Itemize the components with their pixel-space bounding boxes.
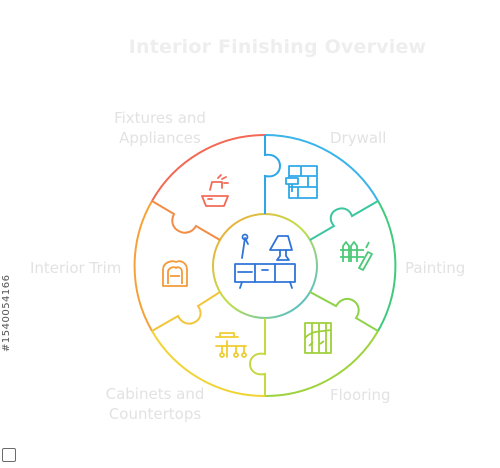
- center-circle: [212, 213, 318, 319]
- drywall-roller-icon: [285, 165, 318, 199]
- stock-logo-icon: [2, 448, 16, 462]
- divider-lower-left: [151, 291, 221, 332]
- label-interior-trim: Interior Trim: [30, 259, 122, 277]
- label-flooring: Flooring: [330, 386, 391, 404]
- divider-upper-right: [309, 200, 379, 241]
- label-fixtures-line1: Fixtures and: [114, 109, 206, 127]
- stock-id: #1540054166: [1, 274, 12, 352]
- segment-arc-fixtures: [151, 134, 266, 202]
- fence-paint-brush-icon: [340, 241, 373, 271]
- segment-arc-cabinets: [151, 330, 266, 398]
- label-painting: Painting: [405, 259, 466, 277]
- living-room-furniture-icon: [234, 233, 296, 289]
- segment-arc-flooring: [264, 330, 379, 398]
- label-fixtures-line2: Appliances: [119, 129, 201, 147]
- page-title: Interior Finishing Overview: [128, 36, 427, 58]
- label-cabinets-countertops: Cabinets and Countertops: [85, 384, 225, 424]
- label-drywall: Drywall: [330, 129, 387, 147]
- divider-lower-right: [309, 291, 379, 332]
- segment-arc-trim: [133, 200, 153, 332]
- divider-upper-left: [151, 200, 221, 241]
- segment-arc-drywall: [264, 134, 379, 202]
- divider-bottom: [249, 318, 266, 396]
- segment-arc-painting: [377, 200, 397, 332]
- faucet-sink-icon: [201, 174, 229, 207]
- wood-flooring-icon: [304, 322, 332, 354]
- trim-corner-icon: [162, 260, 188, 287]
- label-fixtures-appliances: Fixtures and Appliances: [95, 108, 225, 148]
- label-cabinets-line2: Countertops: [108, 405, 202, 423]
- divider-top: [264, 135, 281, 214]
- label-cabinets-line1: Cabinets and: [105, 385, 205, 403]
- shelf-lamp-icon: [215, 332, 247, 358]
